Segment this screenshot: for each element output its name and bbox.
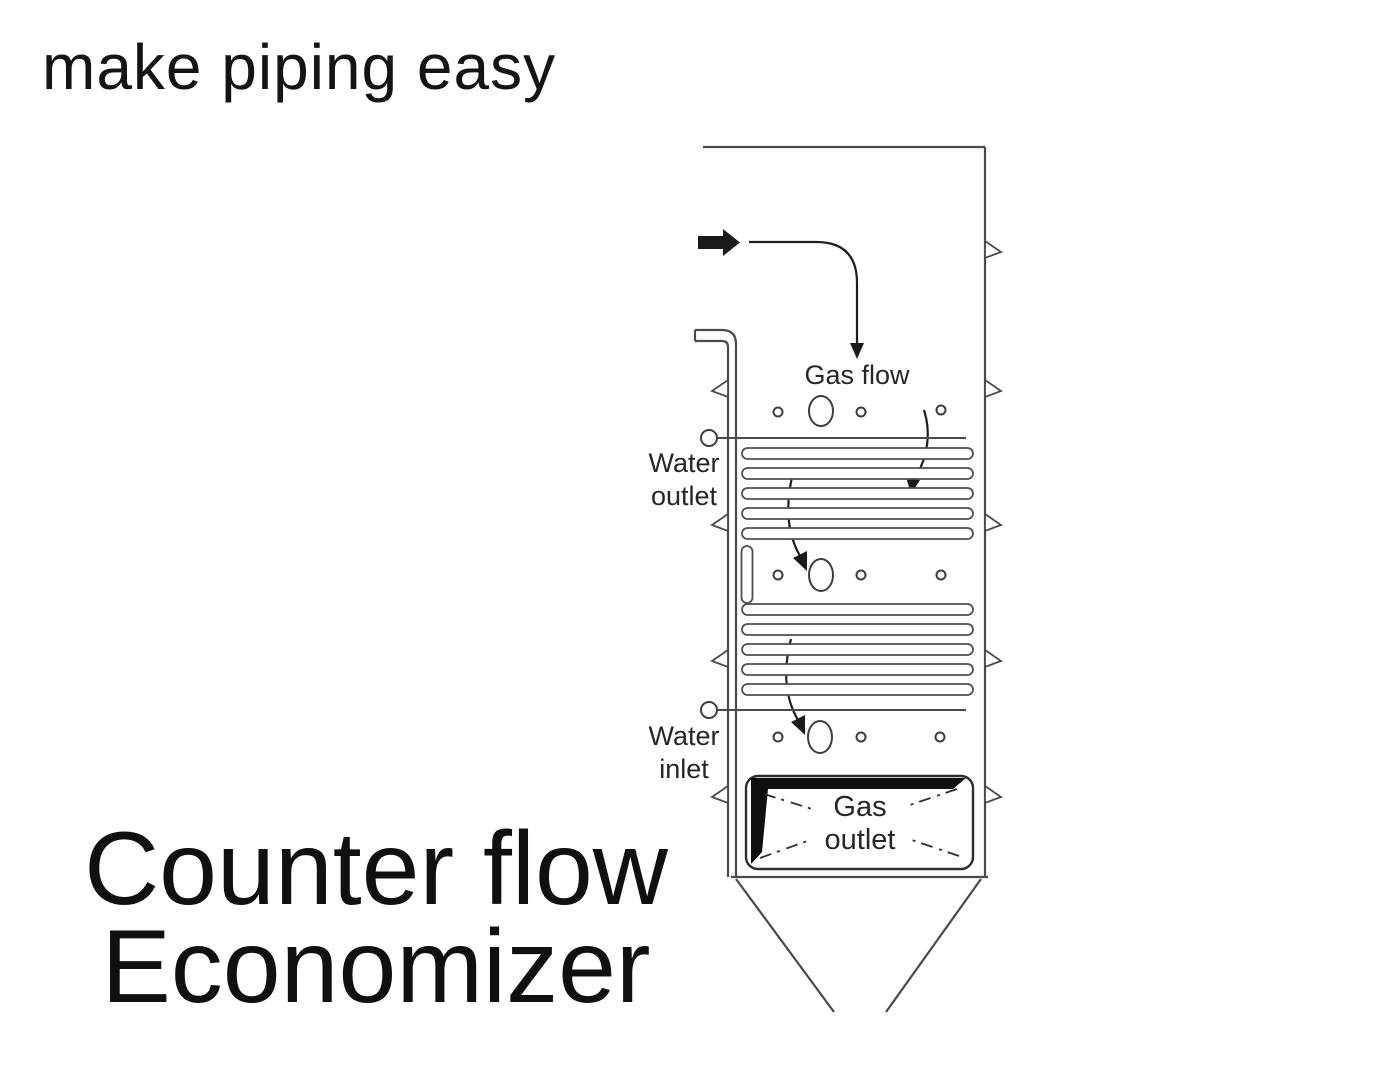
wall-bracket-left-2	[710, 512, 729, 533]
arrowhead-upper	[906, 477, 920, 494]
water-outlet-label: Water outlet	[648, 448, 720, 511]
tube-row	[741, 487, 974, 500]
page-title: Counter flow Economizer	[55, 811, 697, 1025]
corner-ray-bottom-right	[908, 838, 960, 857]
tube-row	[741, 643, 974, 656]
port-oval	[808, 395, 834, 427]
port-row-top	[772, 395, 947, 427]
gas-outlet-box	[744, 774, 975, 871]
wall-bracket-right-1	[984, 239, 1003, 260]
tube-bank-upper	[717, 437, 974, 540]
corner-ray-bottom-left	[759, 839, 811, 859]
heading-line-1: Counter flow	[84, 811, 668, 927]
water-outlet-nozzle	[700, 429, 718, 447]
port-row-middle	[772, 558, 947, 592]
tube-row	[741, 527, 974, 540]
wall-brackets	[710, 239, 1003, 805]
arrowhead-lower	[791, 715, 805, 735]
port-small	[935, 569, 947, 581]
port-oval	[808, 558, 834, 592]
water-inlet-label: Water inlet	[648, 721, 720, 784]
tube-row	[741, 663, 974, 676]
arrowhead-middle	[793, 551, 807, 571]
tube-row	[741, 467, 974, 480]
bank-connector-tube	[740, 545, 754, 604]
gas-flow-label: Gas flow	[804, 360, 910, 390]
tube-row	[741, 507, 974, 520]
corner-ray-top-left	[763, 793, 813, 810]
port-small	[772, 569, 784, 581]
gas-outlet-frame	[744, 774, 975, 871]
tube-row	[741, 623, 974, 636]
gas-flow-arrow-upper-bank	[915, 409, 929, 478]
port-small	[855, 406, 867, 418]
gas-flow-arrow-top	[749, 240, 859, 344]
gas-outlet-corner-rays	[759, 788, 960, 859]
duct-left-wall-inner	[695, 339, 730, 877]
heading-line-2: Economizer	[101, 909, 651, 1025]
ash-hopper	[735, 878, 982, 1013]
gas-flow-arrowheads	[791, 343, 920, 735]
tube-row	[741, 603, 974, 616]
duct-shell	[693, 145, 988, 879]
wall-bracket-right-5	[984, 784, 1003, 805]
port-row-bottom	[772, 720, 946, 754]
port-small	[855, 731, 867, 743]
port-small	[934, 731, 946, 743]
port-small	[772, 406, 784, 418]
gas-outlet-label: Gas outlet	[824, 791, 896, 856]
corner-ray-top-right	[906, 788, 958, 807]
wall-bracket-left-3	[710, 648, 729, 669]
tagline-text: make piping easy	[42, 31, 557, 103]
wall-bracket-right-3	[984, 512, 1003, 533]
tube-row	[741, 683, 974, 696]
port-small	[855, 569, 867, 581]
hopper-right-wall	[885, 878, 982, 1013]
arrowhead-top	[850, 343, 864, 359]
port-small	[772, 731, 784, 743]
tube-row	[741, 447, 974, 460]
wall-bracket-right-2	[984, 378, 1003, 399]
wall-bracket-left-1	[710, 378, 729, 399]
port-small	[935, 404, 947, 416]
gas-outlet-shadow	[751, 778, 966, 864]
hopper-left-wall	[735, 878, 835, 1013]
port-oval	[807, 720, 833, 754]
wall-bracket-right-4	[984, 648, 1003, 669]
water-inlet-nozzle	[700, 701, 718, 719]
gas-inlet-arrow-icon	[698, 229, 740, 256]
wall-bracket-left-4	[710, 784, 729, 805]
duct-left-wall-outer	[695, 328, 738, 877]
tube-bank-lower	[717, 603, 974, 711]
